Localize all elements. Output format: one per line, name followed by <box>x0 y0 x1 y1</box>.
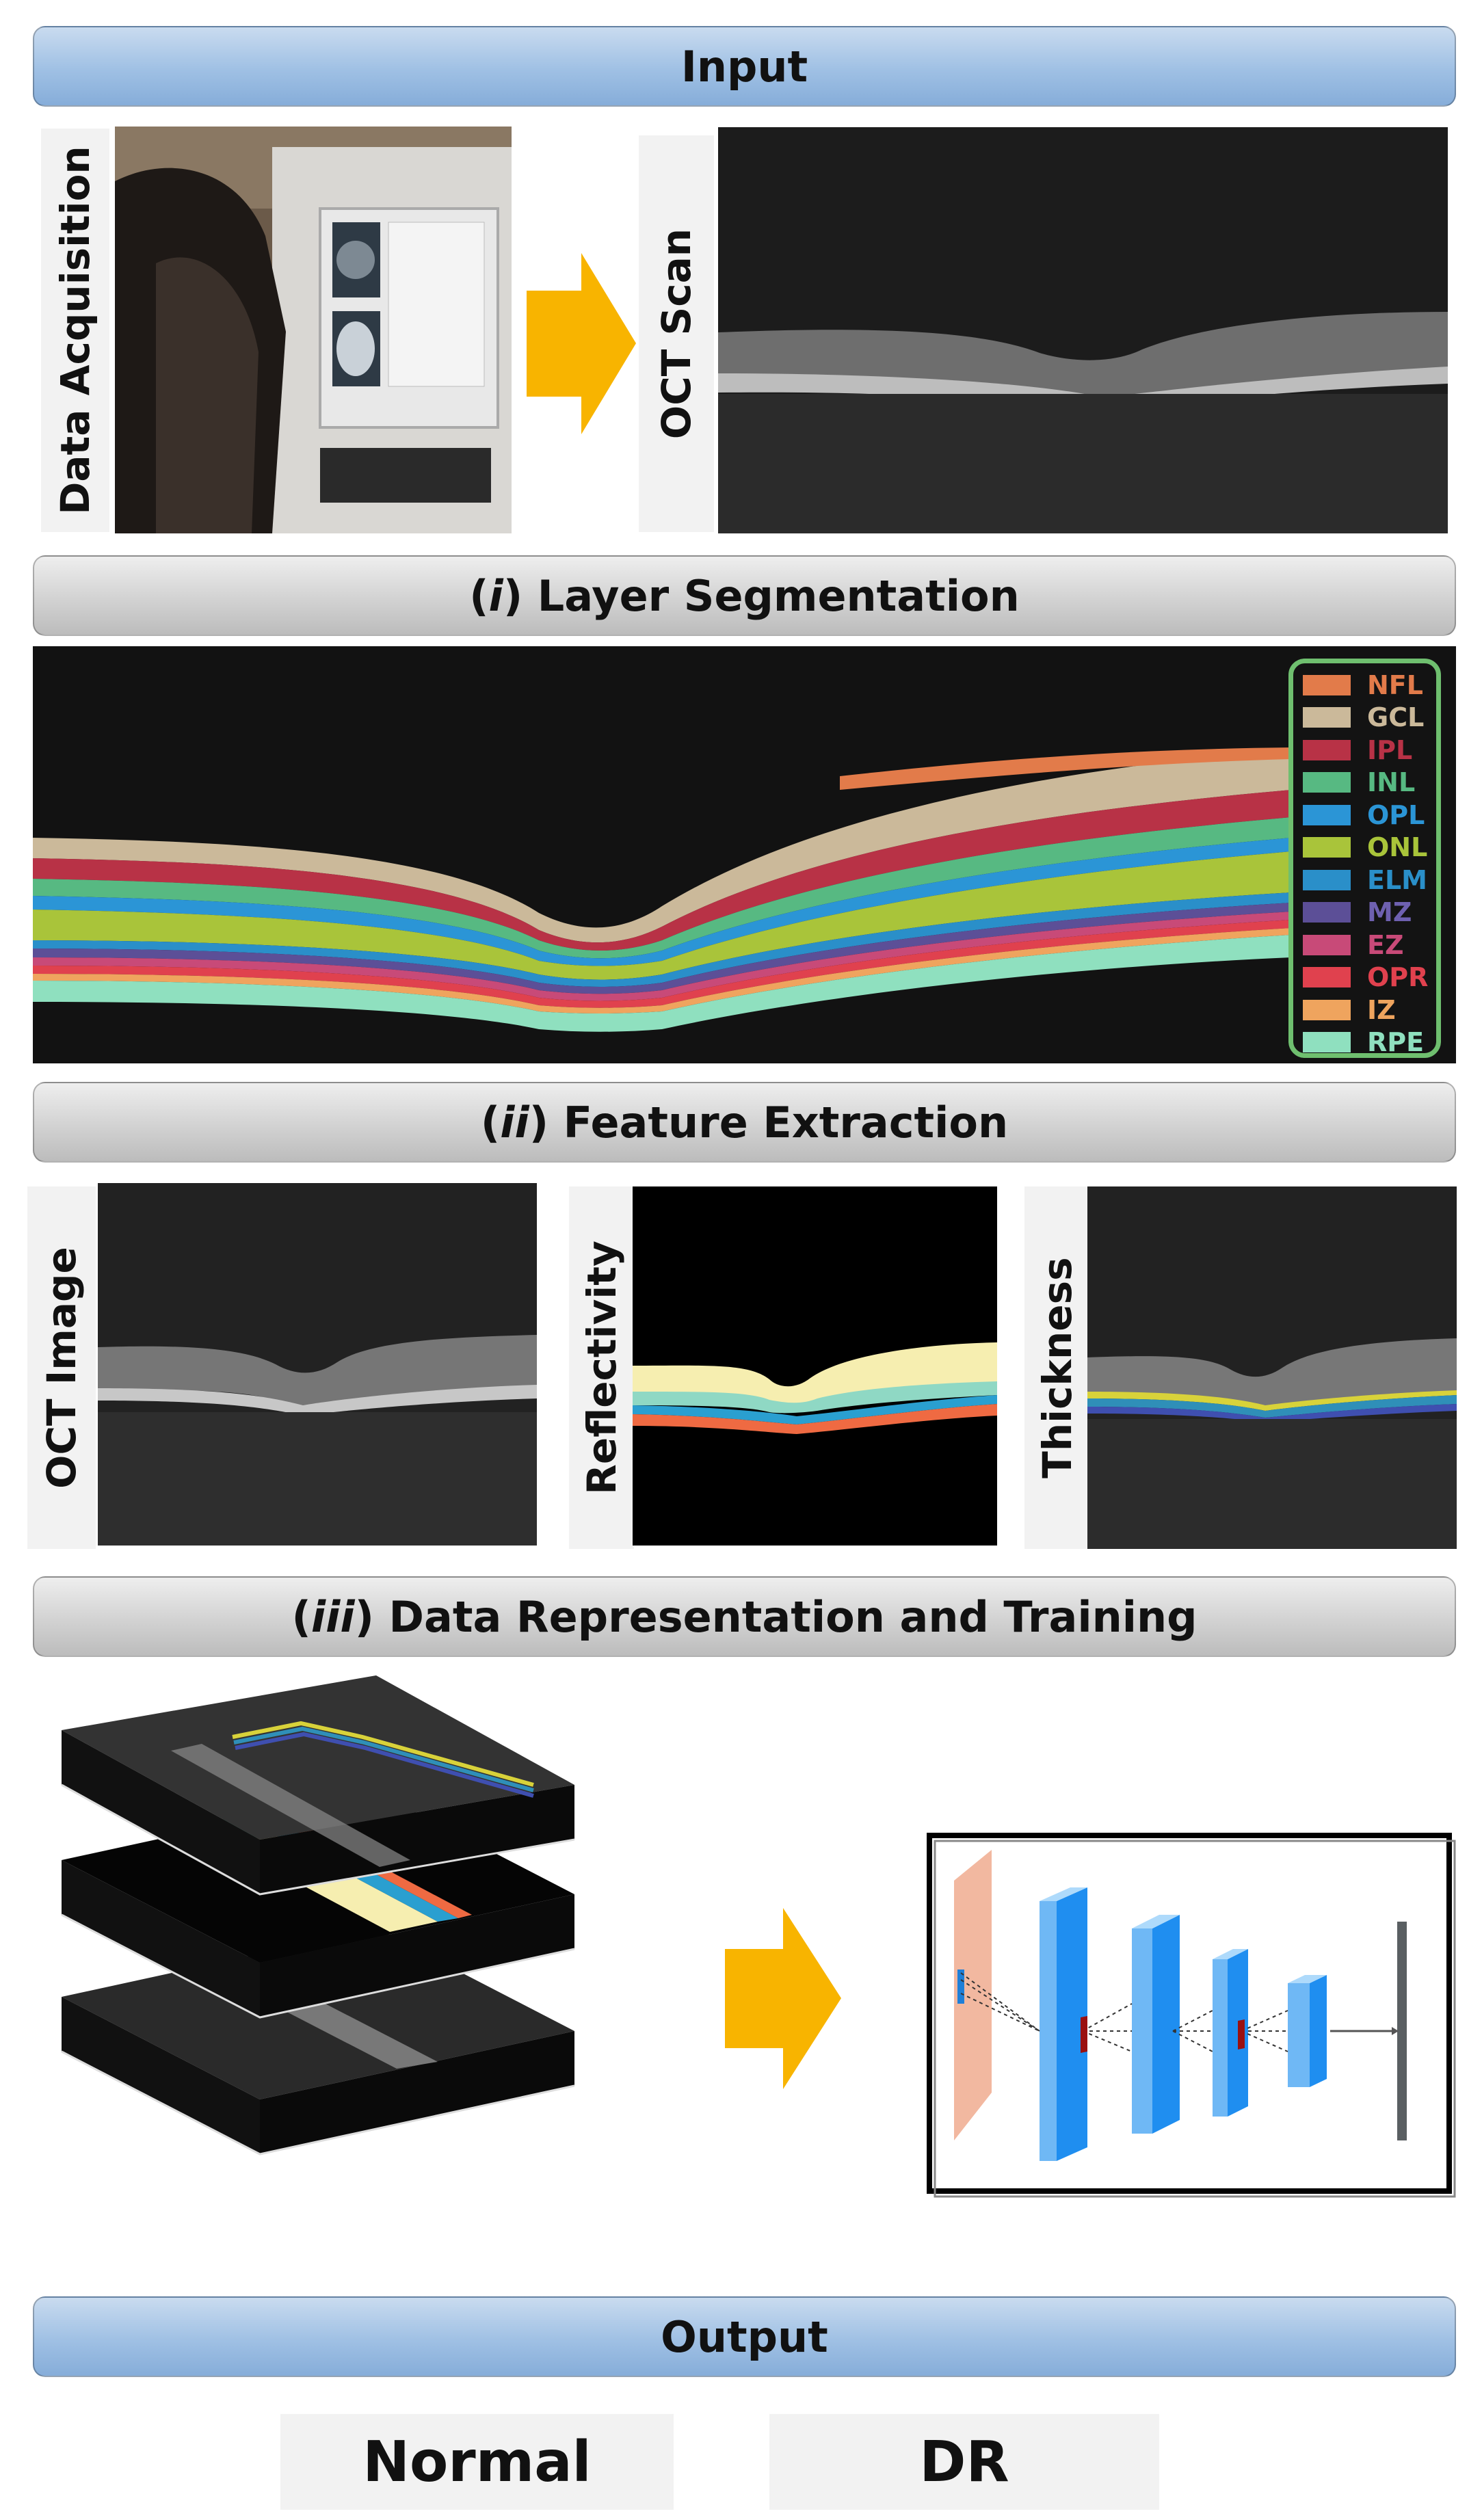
legend-swatch <box>1303 934 1351 955</box>
legend-swatch <box>1303 804 1351 825</box>
oct-scan-image <box>718 127 1448 533</box>
legend-label: NFL <box>1367 669 1423 700</box>
conv-block-4 <box>1288 1975 1327 2087</box>
arrow-right-icon <box>527 253 636 434</box>
feature-reflectivity-image <box>633 1186 997 1546</box>
legend-swatch <box>1303 869 1351 890</box>
training-banner: (iii) Data Representation and Training <box>33 1576 1456 1657</box>
seg-title: ) Layer Segmentation <box>503 570 1020 621</box>
legend-swatch <box>1303 837 1351 858</box>
legend-label: MZ <box>1367 897 1412 928</box>
oct-scan-label-box: OCT Scan <box>639 135 714 532</box>
legend-item-ez: EZ <box>1303 929 1436 961</box>
conv-block-1 <box>1040 1887 1087 2161</box>
feat-prefix: ( <box>480 1097 501 1148</box>
legend-label: GCL <box>1367 702 1425 733</box>
legend-swatch <box>1303 999 1351 1020</box>
output-normal-box: Normal <box>280 2414 674 2510</box>
reflectivity-label-box: Reflectivity <box>569 1186 634 1549</box>
legend-item-nfl: NFL <box>1303 669 1436 702</box>
legend-label: IZ <box>1367 994 1396 1025</box>
legend-swatch <box>1303 967 1351 988</box>
legend-label: IPL <box>1367 734 1413 765</box>
thickness-slab <box>61 1675 575 1896</box>
layer-segmentation-image <box>33 646 1456 1063</box>
output-dr-box: DR <box>769 2414 1159 2510</box>
legend-swatch <box>1303 902 1351 923</box>
output-banner: Output <box>33 2296 1456 2377</box>
legend-label: OPL <box>1367 799 1425 830</box>
legend-swatch <box>1303 772 1351 793</box>
input-title: Input <box>680 41 808 92</box>
output-normal-label: Normal <box>362 2429 592 2495</box>
seg-italic: i <box>488 570 503 621</box>
legend-item-onl: ONL <box>1303 832 1436 864</box>
arrow-right-icon <box>725 1908 841 2089</box>
data-acquisition-label-box: Data Acquisition <box>41 129 109 532</box>
data-acquisition-label: Data Acquisition <box>52 146 98 515</box>
legend-item-rpe: RPE <box>1303 1026 1436 1059</box>
stacked-feature-volumes <box>61 1675 575 2156</box>
legend-item-ipl: IPL <box>1303 734 1436 767</box>
feature-thickness-image <box>1087 1186 1457 1549</box>
input-banner: Input <box>33 26 1456 107</box>
oct-acquisition-photo <box>115 127 512 533</box>
legend-item-inl: INL <box>1303 767 1436 799</box>
legend-label: RPE <box>1367 1027 1425 1058</box>
layer-legend: NFL GCL IPL INL OPL ONL ELM MZ EZ OPR IZ… <box>1288 659 1441 1058</box>
legend-swatch <box>1303 674 1351 695</box>
feat-title: ) Feature Extraction <box>529 1097 1009 1148</box>
oct-scan-label: OCT Scan <box>653 228 700 440</box>
train-italic: iii <box>310 1591 355 1642</box>
legend-label: EZ <box>1367 929 1404 960</box>
thickness-label: Thickness <box>1033 1257 1081 1478</box>
train-title: ) Data Representation and Training <box>354 1591 1197 1642</box>
seg-prefix: ( <box>469 570 489 621</box>
legend-item-elm: ELM <box>1303 864 1436 897</box>
conv-block-2 <box>1132 1915 1180 2134</box>
reflectivity-label: Reflectivity <box>578 1241 625 1495</box>
legend-label: OPR <box>1367 962 1429 993</box>
legend-item-opl: OPL <box>1303 799 1436 832</box>
legend-label: ELM <box>1367 864 1427 895</box>
layer-segmentation-banner: (i) Layer Segmentation <box>33 555 1456 636</box>
legend-swatch <box>1303 707 1351 728</box>
legend-label: ONL <box>1367 832 1428 863</box>
legend-item-opr: OPR <box>1303 961 1436 994</box>
output-dr-label: DR <box>919 2429 1009 2495</box>
legend-label: INL <box>1367 767 1416 798</box>
feat-italic: ii <box>500 1097 529 1148</box>
legend-item-iz: IZ <box>1303 994 1436 1026</box>
legend-swatch <box>1303 1032 1351 1053</box>
thickness-label-box: Thickness <box>1024 1186 1089 1549</box>
legend-swatch <box>1303 739 1351 760</box>
feature-oct-image <box>98 1183 537 1546</box>
cnn-architecture-diagram <box>927 1833 1456 2198</box>
output-title: Output <box>661 2311 828 2362</box>
train-prefix: ( <box>291 1591 311 1642</box>
legend-item-gcl: GCL <box>1303 702 1436 734</box>
oct-image-label-box: OCT Image <box>27 1186 96 1549</box>
feature-extraction-banner: (ii) Feature Extraction <box>33 1082 1456 1163</box>
oct-image-label: OCT Image <box>38 1247 85 1489</box>
legend-item-mz: MZ <box>1303 897 1436 929</box>
